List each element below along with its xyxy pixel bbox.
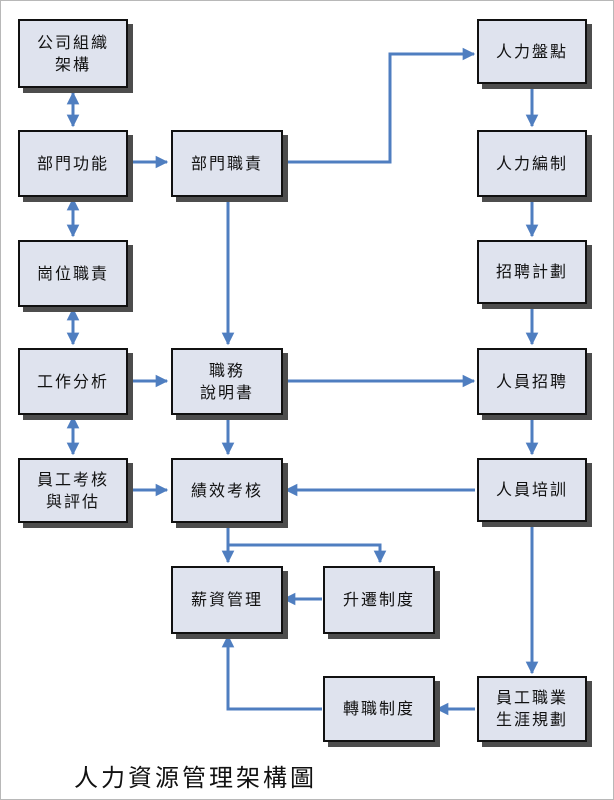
node-manpower-count: 人力盤點 bbox=[477, 19, 587, 84]
node-dept-function-label: 部門功能 bbox=[36, 153, 109, 173]
node-appraisal-eval: 員工考核 與評估 bbox=[18, 458, 128, 523]
node-job-description-label: 職務 說明書 bbox=[199, 360, 254, 402]
node-dept-function: 部門功能 bbox=[18, 130, 128, 197]
node-promotion-label: 升遷制度 bbox=[342, 590, 415, 609]
node-transfer-label: 轉職制度 bbox=[342, 699, 415, 718]
node-promotion: 升遷制度 bbox=[323, 566, 435, 634]
node-post-duty: 崗位職責 bbox=[18, 240, 128, 307]
node-org-structure-label: 公司組織 架構 bbox=[36, 32, 109, 74]
node-job-analysis-label: 工作分析 bbox=[36, 371, 109, 391]
node-recruitment: 人員招聘 bbox=[477, 348, 587, 415]
node-org-structure: 公司組織 架構 bbox=[18, 19, 128, 88]
node-career-plan: 員工職業 生涯規劃 bbox=[477, 676, 587, 742]
node-manpower-count-label: 人力盤點 bbox=[495, 41, 568, 61]
node-salary: 薪資管理 bbox=[171, 566, 283, 634]
node-dept-duty-label: 部門職責 bbox=[190, 153, 263, 173]
node-appraisal-eval-label: 員工考核 與評估 bbox=[36, 469, 109, 511]
node-salary-label: 薪資管理 bbox=[190, 590, 263, 609]
node-job-description: 職務 說明書 bbox=[171, 348, 283, 415]
node-recruitment-label: 人員招聘 bbox=[495, 371, 568, 391]
arrow-dept-duty-manpower-count bbox=[283, 47, 476, 164]
node-performance: 績效考核 bbox=[171, 458, 283, 523]
node-manpower-plan-label: 人力編制 bbox=[495, 153, 568, 173]
node-dept-duty: 部門職責 bbox=[171, 130, 283, 197]
arrow-performance-promotion bbox=[228, 543, 387, 564]
node-manpower-plan: 人力編制 bbox=[477, 130, 587, 197]
node-training-label: 人員培訓 bbox=[495, 480, 568, 499]
node-transfer: 轉職制度 bbox=[323, 676, 435, 742]
node-job-analysis: 工作分析 bbox=[18, 348, 128, 415]
arrow-transfer-salary bbox=[221, 634, 322, 711]
diagram-title: 人力資源管理架構圖 bbox=[74, 764, 317, 792]
node-post-duty-label: 崗位職責 bbox=[36, 263, 109, 283]
node-recruit-plan: 招聘計劃 bbox=[477, 240, 587, 304]
node-career-plan-label: 員工職業 生涯規劃 bbox=[495, 688, 568, 729]
node-performance-label: 績效考核 bbox=[190, 480, 263, 500]
node-recruit-plan-label: 招聘計劃 bbox=[495, 262, 568, 281]
node-training: 人員培訓 bbox=[477, 458, 587, 522]
